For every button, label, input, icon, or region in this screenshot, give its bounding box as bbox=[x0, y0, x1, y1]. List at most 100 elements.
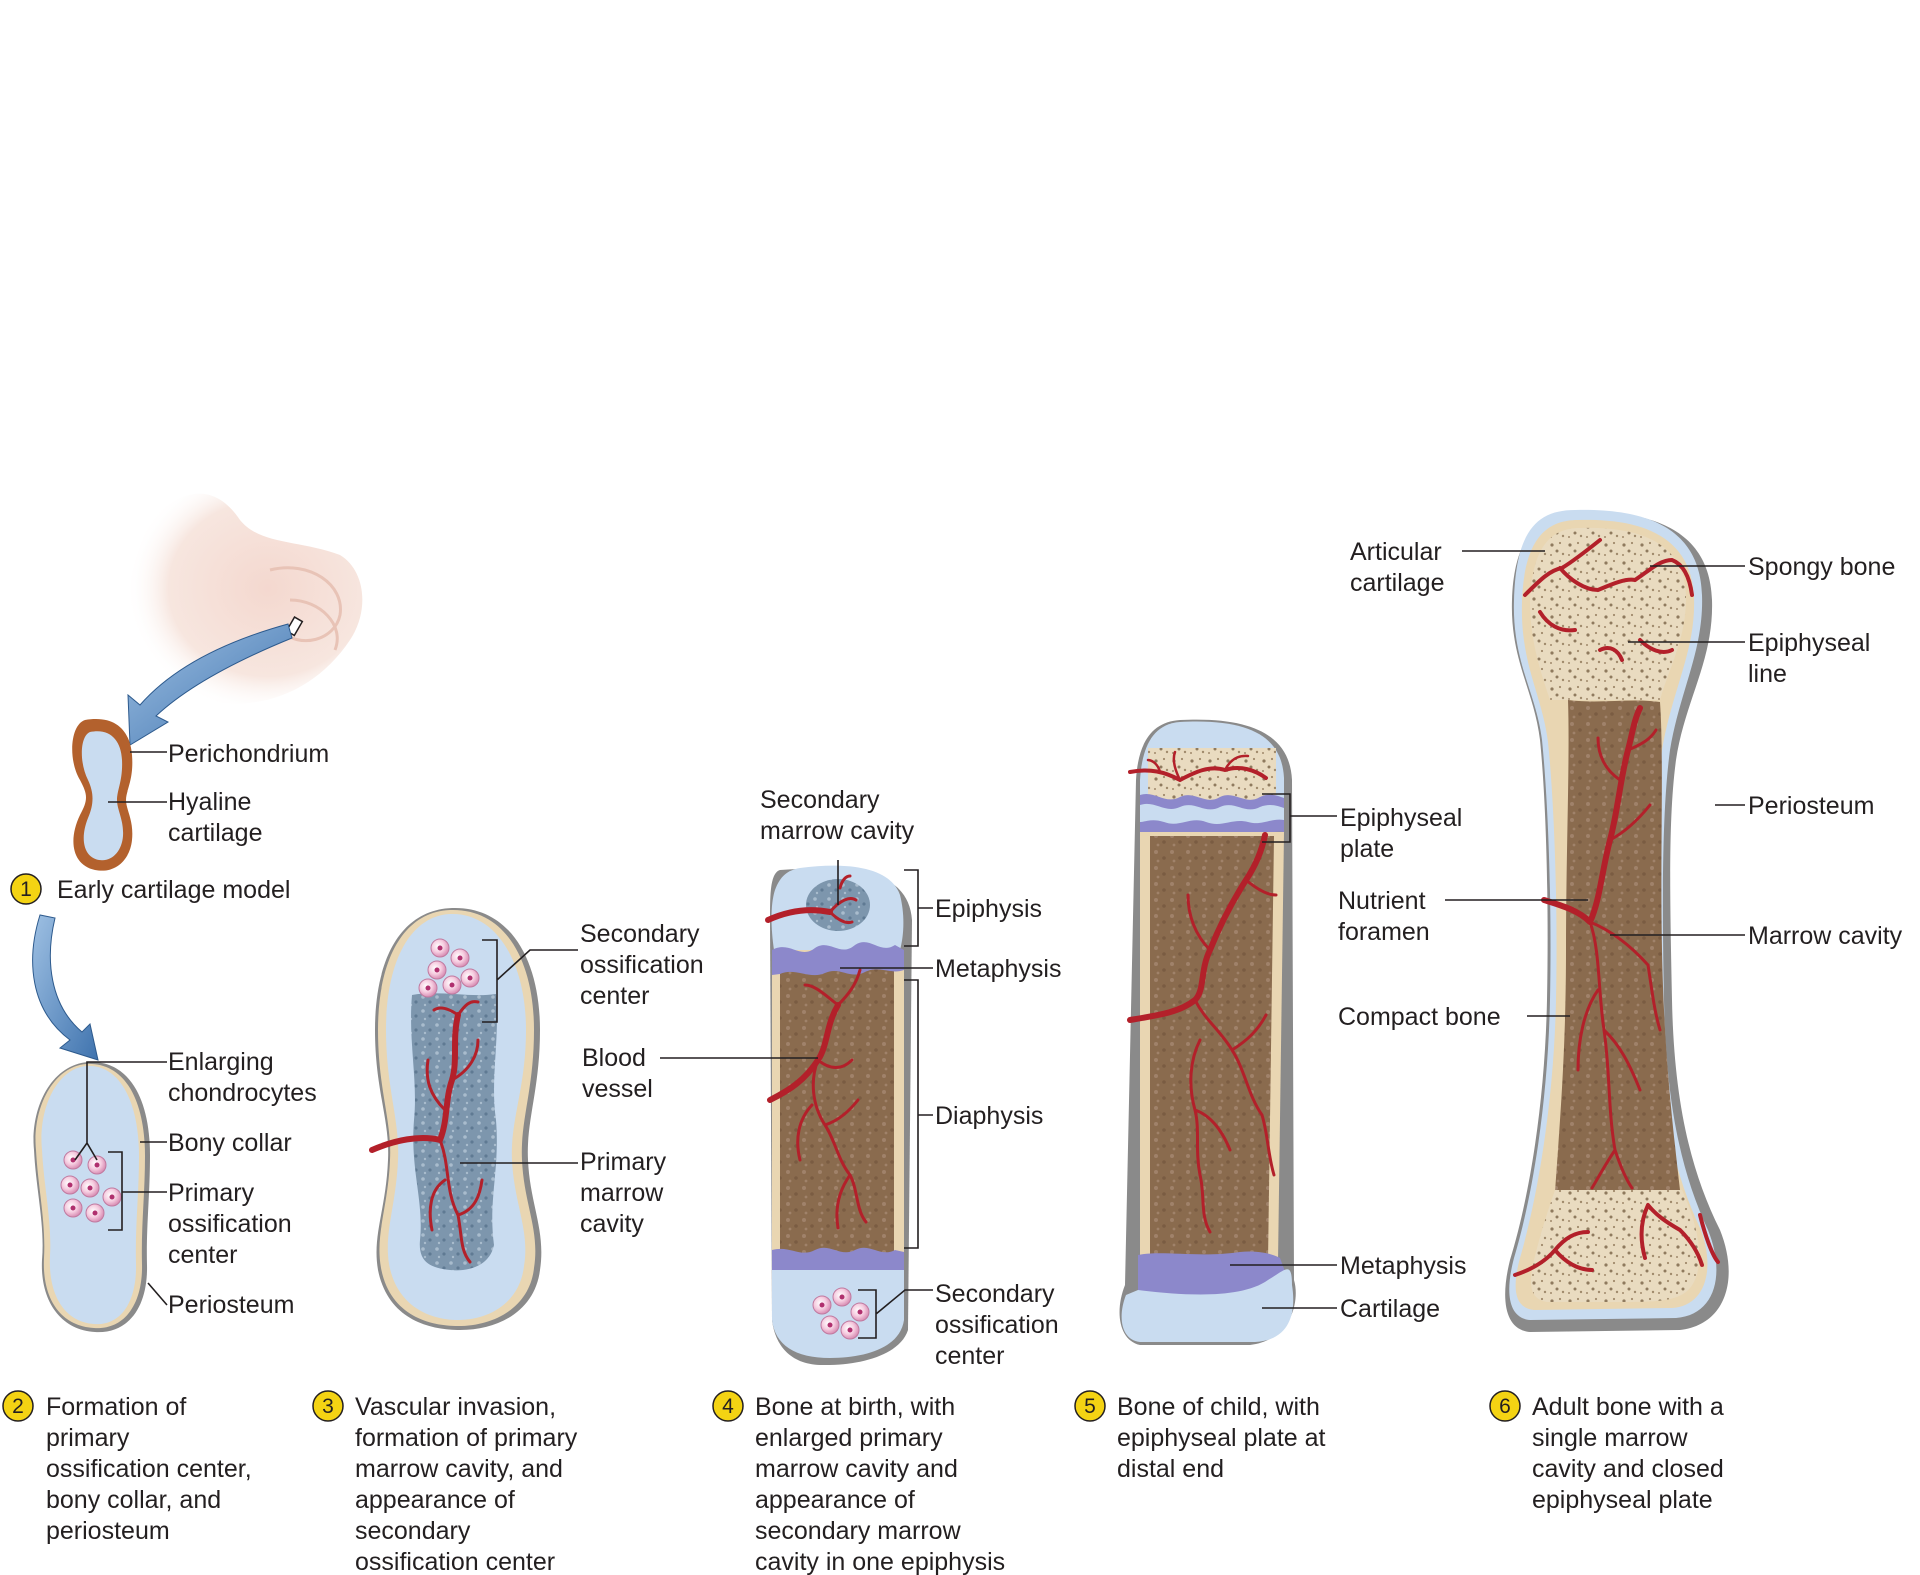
step-5-badge bbox=[1074, 1390, 1106, 1422]
label-line: center bbox=[580, 982, 649, 1010]
label-line: epiphyseal plate at bbox=[1117, 1424, 1326, 1452]
label-line: Metaphysis bbox=[935, 955, 1061, 983]
label-line: ossification bbox=[935, 1311, 1059, 1339]
label-line: Nutrient bbox=[1338, 887, 1426, 915]
proximal-spongy-bone bbox=[1530, 527, 1686, 700]
label-line: center bbox=[168, 1241, 237, 1269]
label-spongy-bone: Spongy bone bbox=[1748, 553, 1895, 581]
distal-epiphysis-cartilage-shape bbox=[772, 1270, 904, 1358]
label-bony-collar: Bony collar bbox=[168, 1129, 292, 1157]
label-periosteum-6: Periosteum bbox=[1748, 792, 1874, 820]
label-cartilage: Cartilage bbox=[1340, 1295, 1440, 1323]
label-periosteum: Periosteum bbox=[168, 1291, 294, 1319]
marrow-cavity-shape bbox=[1555, 700, 1680, 1192]
label-line: Spongy bone bbox=[1748, 553, 1895, 581]
label-line: enlarged primary bbox=[755, 1424, 943, 1452]
label-line: Secondary bbox=[580, 920, 700, 948]
label-line: primary bbox=[46, 1424, 130, 1452]
step-3-badge bbox=[312, 1390, 344, 1422]
label-primary-marrow-cavity: Primary marrow cavity bbox=[580, 1148, 667, 1238]
label-line: Bone of child, with bbox=[1117, 1393, 1320, 1421]
caption-stage-3: Vascular invasion, formation of primary ma… bbox=[355, 1393, 578, 1575]
label-line: Marrow cavity bbox=[1748, 922, 1903, 950]
label-line: Perichondrium bbox=[168, 740, 329, 768]
label-line: periosteum bbox=[46, 1517, 170, 1545]
label-line: Bone at birth, with bbox=[755, 1393, 955, 1421]
label-secondary-marrow-cavity: Secondary marrow cavity bbox=[760, 786, 915, 845]
label-line: Diaphysis bbox=[935, 1102, 1043, 1130]
label-hyaline-cartilage: Hyaline cartilage bbox=[168, 788, 263, 847]
label-line: cavity in one epiphysis bbox=[755, 1548, 1005, 1575]
label-line: bony collar, and bbox=[46, 1486, 221, 1514]
label-line: Cartilage bbox=[1340, 1295, 1440, 1323]
blood-vessel bbox=[369, 1000, 484, 1264]
label-perichondrium: Perichondrium bbox=[168, 740, 329, 768]
step-1-badge bbox=[10, 873, 42, 905]
label-line: ossification center, bbox=[46, 1455, 252, 1483]
limb-bud-digit bbox=[269, 566, 342, 643]
label-line: Vascular invasion, bbox=[355, 1393, 556, 1421]
label-line: cavity bbox=[580, 1210, 644, 1238]
step-4-number: 4 bbox=[722, 1395, 734, 1418]
label-line: secondary bbox=[355, 1517, 471, 1545]
step-2-badge bbox=[2, 1390, 34, 1422]
step-5-number: 5 bbox=[1084, 1395, 1096, 1418]
label-line: chondrocytes bbox=[168, 1079, 317, 1107]
label-line: epiphyseal plate bbox=[1532, 1486, 1713, 1514]
cartilage-shape bbox=[1121, 1269, 1294, 1342]
label-articular-cartilage: Articular cartilage bbox=[1350, 538, 1445, 597]
stage-6: Articular cartilage Spongy bone Epiphysea… bbox=[1338, 509, 1903, 1514]
label-line: marrow bbox=[580, 1179, 664, 1207]
label-line: marrow cavity bbox=[760, 817, 915, 845]
stage-2: Enlarging chondrocytes Bony collar Primar… bbox=[2, 1048, 317, 1545]
label-line: center bbox=[935, 1342, 1004, 1370]
caption-stage-2: Formation of primary ossification center, b… bbox=[46, 1393, 252, 1545]
label-line: Epiphyseal bbox=[1340, 804, 1462, 832]
blood-vessel bbox=[1127, 750, 1278, 1234]
label-line: ossification center bbox=[355, 1548, 555, 1575]
caption-stage-1: Early cartilage model bbox=[57, 876, 290, 904]
label-epiphyseal-plate: Epiphyseal plate bbox=[1340, 804, 1462, 863]
label-line: Hyaline bbox=[168, 788, 251, 816]
label-line: cartilage bbox=[168, 819, 263, 847]
epiphyseal-plate-cartilage-band bbox=[1140, 803, 1284, 824]
down-arrow-icon bbox=[32, 914, 99, 1061]
label-line: Epiphysis bbox=[935, 895, 1042, 923]
label-line: Early cartilage model bbox=[57, 876, 290, 904]
label-line: Formation of bbox=[46, 1393, 186, 1421]
stage-1: Perichondrium Hyaline cartilage 1 Early c… bbox=[10, 493, 363, 1061]
label-line: Articular bbox=[1350, 538, 1442, 566]
label-marrow-cavity: Marrow cavity bbox=[1748, 922, 1903, 950]
label-line: single marrow bbox=[1532, 1424, 1689, 1452]
step-1-number: 1 bbox=[20, 878, 32, 901]
label-line: plate bbox=[1340, 835, 1394, 863]
label-line: cartilage bbox=[1350, 569, 1445, 597]
label-line: vessel bbox=[582, 1075, 653, 1103]
label-line: appearance of bbox=[755, 1486, 915, 1514]
label-line: Periosteum bbox=[1748, 792, 1874, 820]
step-3-number: 3 bbox=[322, 1395, 334, 1418]
step-4-badge bbox=[712, 1390, 744, 1422]
label-line: marrow cavity, and bbox=[355, 1455, 563, 1483]
label-line: Periosteum bbox=[168, 1291, 294, 1319]
hyaline-cartilage-shape bbox=[81, 731, 124, 861]
label-line: Compact bone bbox=[1338, 1003, 1501, 1031]
label-metaphysis: Metaphysis bbox=[935, 955, 1061, 983]
label-line: formation of primary bbox=[355, 1424, 578, 1452]
label-compact-bone: Compact bone bbox=[1338, 1003, 1501, 1031]
label-line: Primary bbox=[580, 1148, 667, 1176]
step-2-number: 2 bbox=[12, 1395, 24, 1418]
label-line: secondary marrow bbox=[755, 1517, 962, 1545]
label-line: Blood bbox=[582, 1044, 646, 1072]
label-line: Secondary bbox=[760, 786, 880, 814]
label-line: Enlarging bbox=[168, 1048, 274, 1076]
label-line: line bbox=[1748, 660, 1787, 688]
label-epiphysis: Epiphysis bbox=[935, 895, 1042, 923]
